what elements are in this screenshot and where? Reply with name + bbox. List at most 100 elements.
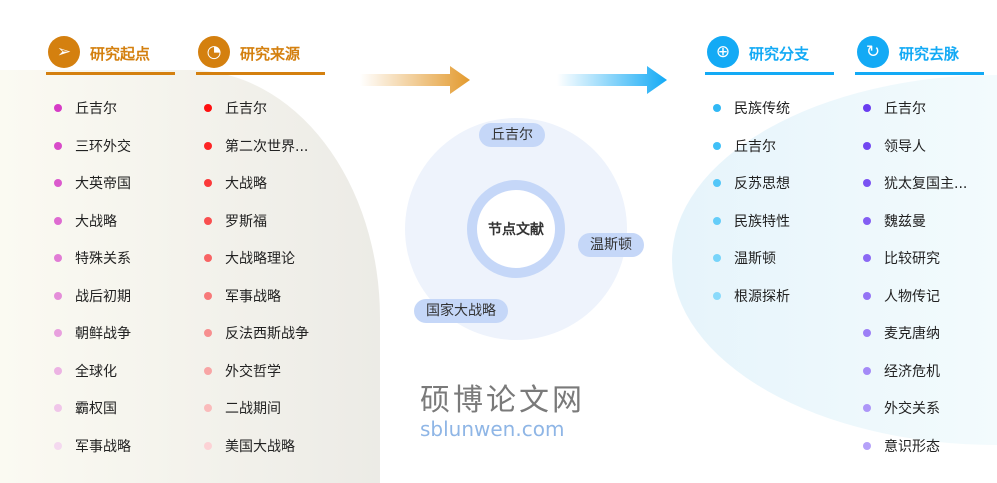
list-item[interactable]: 丘吉尔 (196, 98, 331, 118)
item-label: 丘吉尔 (734, 138, 776, 155)
item-label: 犹太复国主... (884, 176, 968, 192)
node-pill[interactable]: 温斯顿 (578, 233, 644, 257)
item-label: 麦克唐纳 (884, 326, 940, 342)
column-title: 研究去脉 (899, 45, 960, 63)
column-4: ↻ 研究去脉 丘吉尔 领导人 犹太复国主... 魏兹曼 比较研究 人物传记 麦克… (855, 36, 984, 455)
list-item[interactable]: 罗斯福 (196, 211, 331, 231)
bullet-dot (713, 216, 721, 225)
bullet-dot (204, 404, 212, 412)
list-item[interactable]: 美国大战略 (196, 436, 331, 456)
item-label: 全球化 (75, 363, 117, 380)
list-item[interactable]: 经济危机 (855, 361, 990, 381)
list-item[interactable]: 魏兹曼 (855, 211, 990, 231)
item-label: 大英帝国 (75, 176, 131, 192)
list-item[interactable]: 外交关系 (855, 398, 990, 418)
list-item[interactable]: 人物传记 (855, 286, 990, 306)
list-item[interactable]: 民族特性 (705, 211, 840, 231)
column-3: ⊕ 研究分支 民族传统 丘吉尔 反苏思想 民族特性 温斯顿 根源探析 (705, 36, 834, 305)
column-title: 研究来源 (240, 45, 301, 63)
item-label: 反苏思想 (734, 176, 790, 192)
list-item[interactable]: 丘吉尔 (705, 136, 840, 156)
column-header: ⊕ 研究分支 (705, 36, 834, 75)
list-item[interactable]: 三环外交 (46, 136, 181, 156)
item-label: 外交哲学 (225, 363, 281, 380)
watermark-url: sblunwen.com (420, 417, 565, 441)
item-label: 霸权国 (75, 401, 117, 417)
list-item[interactable]: 犹太复国主... (855, 173, 990, 193)
column-title: 研究分支 (749, 45, 810, 63)
bullet-dot (204, 254, 212, 262)
list-item[interactable]: 麦克唐纳 (855, 323, 990, 343)
item-label: 比较研究 (884, 251, 940, 267)
item-label: 领导人 (884, 138, 926, 155)
list-item[interactable]: 反苏思想 (705, 173, 840, 193)
item-label: 军事战略 (225, 288, 281, 305)
list-item[interactable]: 特殊关系 (46, 248, 181, 268)
list-item[interactable]: 反法西斯战争 (196, 323, 331, 343)
bullet-dot (204, 216, 212, 225)
list-item[interactable]: 外交哲学 (196, 361, 331, 381)
node-pill[interactable]: 国家大战略 (414, 299, 508, 323)
bullet-dot (863, 179, 871, 187)
list-item[interactable]: 大英帝国 (46, 173, 181, 193)
item-label: 民族特性 (734, 213, 790, 230)
arrow-right-orange-icon (360, 66, 470, 94)
list-item[interactable]: 大战略 (196, 173, 331, 193)
list-item[interactable]: 比较研究 (855, 248, 990, 268)
arrow-right-blue-icon (557, 66, 667, 94)
list-item[interactable]: 军事战略 (46, 436, 181, 456)
center-node[interactable]: 节点文献 (467, 180, 565, 278)
bullet-dot (863, 366, 871, 375)
bullet-dot (204, 441, 212, 450)
center-label: 节点文献 (488, 222, 544, 238)
bullet-dot (54, 329, 62, 337)
bullet-dot (54, 291, 62, 300)
refresh-icon: ↻ (857, 36, 889, 68)
bullet-dot (54, 441, 62, 450)
bullet-dot (713, 141, 721, 150)
list-item[interactable]: 温斯顿 (705, 248, 840, 268)
list-item[interactable]: 朝鲜战争 (46, 323, 181, 343)
bullet-dot (713, 254, 721, 262)
bullet-dot (863, 254, 871, 262)
bullet-dot (713, 291, 721, 300)
list-item[interactable]: 二战期间 (196, 398, 331, 418)
item-label: 大战略 (75, 213, 117, 230)
bullet-dot (54, 366, 62, 375)
bullet-dot (204, 366, 212, 375)
item-label: 温斯顿 (734, 251, 776, 267)
list-item[interactable]: 领导人 (855, 136, 990, 156)
list-item[interactable]: 丘吉尔 (855, 98, 990, 118)
column-1: ➢ 研究起点 丘吉尔 三环外交 大英帝国 大战略 特殊关系 战后初期 朝鲜战争 … (46, 36, 175, 455)
item-label: 罗斯福 (225, 213, 267, 230)
item-label: 军事战略 (75, 438, 131, 455)
list-item[interactable]: 第二次世界... (196, 136, 331, 156)
bullet-dot (54, 216, 62, 225)
bullet-dot (54, 404, 62, 412)
list-item[interactable]: 意识形态 (855, 436, 990, 456)
list-item[interactable]: 全球化 (46, 361, 181, 381)
item-label: 美国大战略 (225, 438, 295, 455)
watermark: 硕博论文网 sblunwen.com (420, 375, 585, 441)
item-label: 意识形态 (884, 438, 940, 455)
column-header: ↻ 研究去脉 (855, 36, 984, 75)
send-icon: ➢ (48, 36, 80, 68)
list-item[interactable]: 军事战略 (196, 286, 331, 306)
list-item[interactable]: 丘吉尔 (46, 98, 181, 118)
list-item[interactable]: 根源探析 (705, 286, 840, 306)
item-label: 战后初期 (75, 288, 131, 305)
node-pill[interactable]: 丘吉尔 (479, 123, 545, 147)
item-label: 二战期间 (225, 401, 281, 417)
bullet-dot (863, 329, 871, 337)
item-label: 反法西斯战争 (225, 326, 309, 342)
list-item[interactable]: 民族传统 (705, 98, 840, 118)
bullet-dot (204, 291, 212, 300)
plus-circle-icon: ⊕ (707, 36, 739, 68)
item-label: 特殊关系 (75, 251, 131, 267)
bullet-dot (713, 104, 721, 112)
list-item[interactable]: 霸权国 (46, 398, 181, 418)
list-item[interactable]: 大战略 (46, 211, 181, 231)
item-label: 根源探析 (734, 288, 790, 305)
list-item[interactable]: 战后初期 (46, 286, 181, 306)
list-item[interactable]: 大战略理论 (196, 248, 331, 268)
